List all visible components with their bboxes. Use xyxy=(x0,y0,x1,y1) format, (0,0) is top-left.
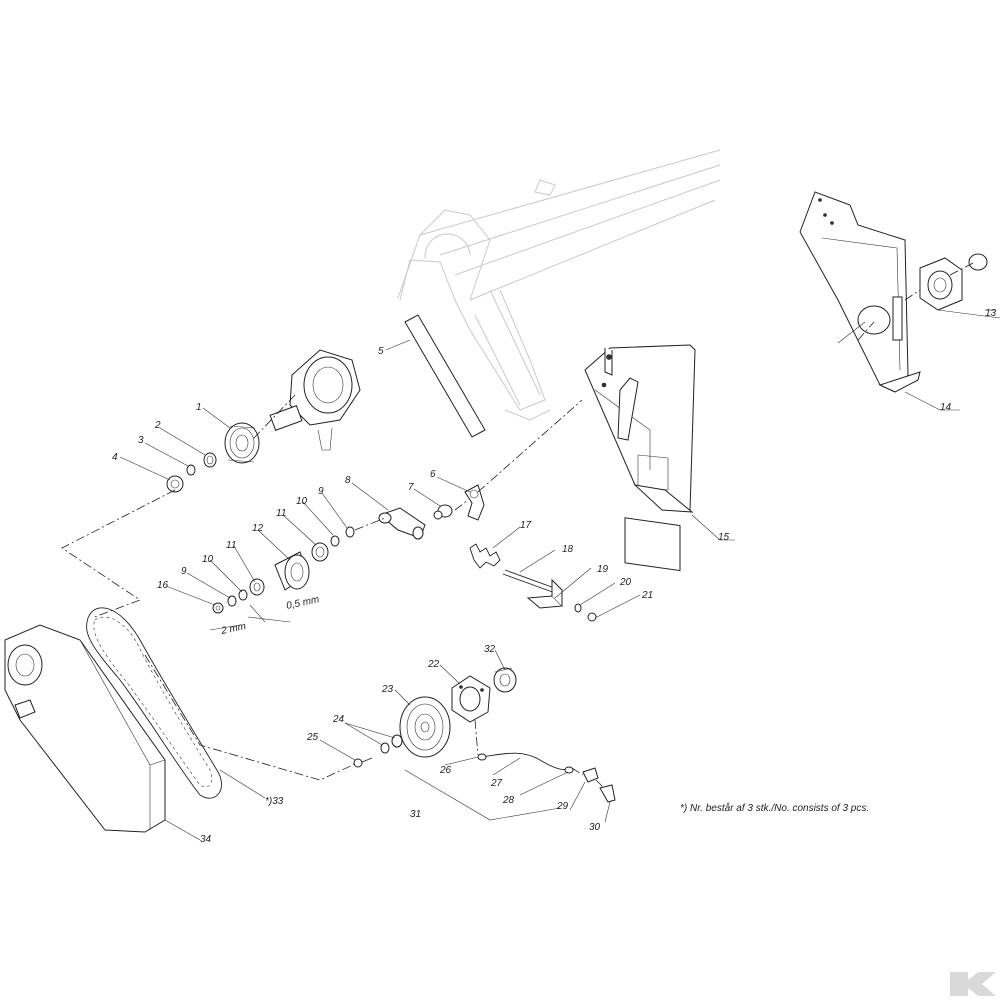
spring-17 xyxy=(469,543,501,569)
callout-22: 22 xyxy=(427,659,440,670)
nipple-30 xyxy=(599,784,616,803)
gearbox xyxy=(269,349,361,451)
tensioner-arm-8 xyxy=(378,507,426,540)
clip-29 xyxy=(582,767,599,783)
callout-28: 28 xyxy=(502,795,515,806)
bracket-19 xyxy=(526,578,564,609)
bearing-housing-22 xyxy=(451,675,491,723)
machine-frame-ghost xyxy=(397,149,721,421)
belt-33 xyxy=(86,607,222,799)
part-5-strip xyxy=(404,314,486,438)
washer-10-lower xyxy=(238,589,248,601)
rod-18 xyxy=(502,569,561,595)
dimension-2mm: 2 mm xyxy=(219,621,247,637)
callout-27: 27 xyxy=(490,778,503,789)
callout-8: 8 xyxy=(345,475,351,486)
idler-pulley-12 xyxy=(274,551,310,591)
callout-24: 24 xyxy=(332,714,345,725)
bushing-4 xyxy=(166,475,184,493)
callout-11-upper: 11 xyxy=(276,508,286,519)
callout-32: 32 xyxy=(484,644,496,655)
callout-12: 12 xyxy=(252,523,264,534)
washer-9-lower xyxy=(227,595,237,607)
callout-31: 31 xyxy=(410,809,421,820)
grease-line-27 xyxy=(477,752,574,774)
callout-10-lower: 10 xyxy=(202,554,214,565)
callout-13: 13 xyxy=(985,308,997,319)
brand-logo xyxy=(950,972,996,996)
callout-11-lower: 11 xyxy=(226,540,236,551)
washer-10-upper xyxy=(330,535,340,547)
callout-23: 23 xyxy=(381,684,394,695)
belt-guard-34 xyxy=(4,624,166,833)
callout-2: 2 xyxy=(154,420,161,431)
callout-7: 7 xyxy=(408,482,414,493)
bearing-flange-13 xyxy=(919,253,988,311)
callout-6: 6 xyxy=(430,469,436,480)
shield-14 xyxy=(799,191,921,393)
callout-21: 21 xyxy=(641,590,653,601)
callout-labels: 1 2 3 4 5 6 7 8 9 9 10 10 11 11 12 13 14… xyxy=(112,308,997,845)
callout-1: 1 xyxy=(196,402,202,413)
callout-17: 17 xyxy=(520,520,532,531)
callout-3: 3 xyxy=(138,435,144,446)
callout-18: 18 xyxy=(562,544,574,555)
lever-6 xyxy=(464,484,485,521)
callout-4: 4 xyxy=(112,452,118,463)
nut-16 xyxy=(212,602,224,614)
leader-lines xyxy=(119,309,1000,841)
callout-20: 20 xyxy=(619,577,632,588)
callout-10-upper: 10 xyxy=(296,496,308,507)
callout-16: 16 xyxy=(157,580,169,591)
callout-29: 29 xyxy=(556,801,569,812)
washer-20 xyxy=(574,603,582,613)
callout-15: 15 xyxy=(718,532,730,543)
footnote: *) Nr. består af 3 stk./No. consists of … xyxy=(680,802,869,814)
callout-14: 14 xyxy=(940,402,952,413)
bearing-11-upper xyxy=(311,542,329,562)
callout-25: 25 xyxy=(306,732,319,743)
callout-30: 30 xyxy=(589,822,601,833)
bearing-11-lower xyxy=(249,578,265,596)
dimension-05mm: 0,5 mm xyxy=(285,594,320,612)
assembly-lines xyxy=(61,261,976,789)
bracket-15 xyxy=(584,344,696,572)
callout-33: *)33 xyxy=(265,796,284,807)
nut-21 xyxy=(587,612,597,622)
callout-26: 26 xyxy=(439,765,452,776)
pulley-23 xyxy=(399,696,451,758)
bolt-25 xyxy=(353,757,373,768)
washer-9-upper xyxy=(345,526,355,538)
callout-5: 5 xyxy=(378,346,384,357)
bushing-7 xyxy=(433,504,453,520)
washers-24 xyxy=(380,734,403,754)
callout-9-upper: 9 xyxy=(318,486,324,497)
bearing-32 xyxy=(493,667,517,693)
pulley-1 xyxy=(224,422,260,464)
ring-3 xyxy=(186,464,196,476)
callout-19: 19 xyxy=(597,564,609,575)
callout-9-lower: 9 xyxy=(181,566,187,577)
washer-2 xyxy=(203,452,217,468)
callout-34: 34 xyxy=(200,834,212,845)
